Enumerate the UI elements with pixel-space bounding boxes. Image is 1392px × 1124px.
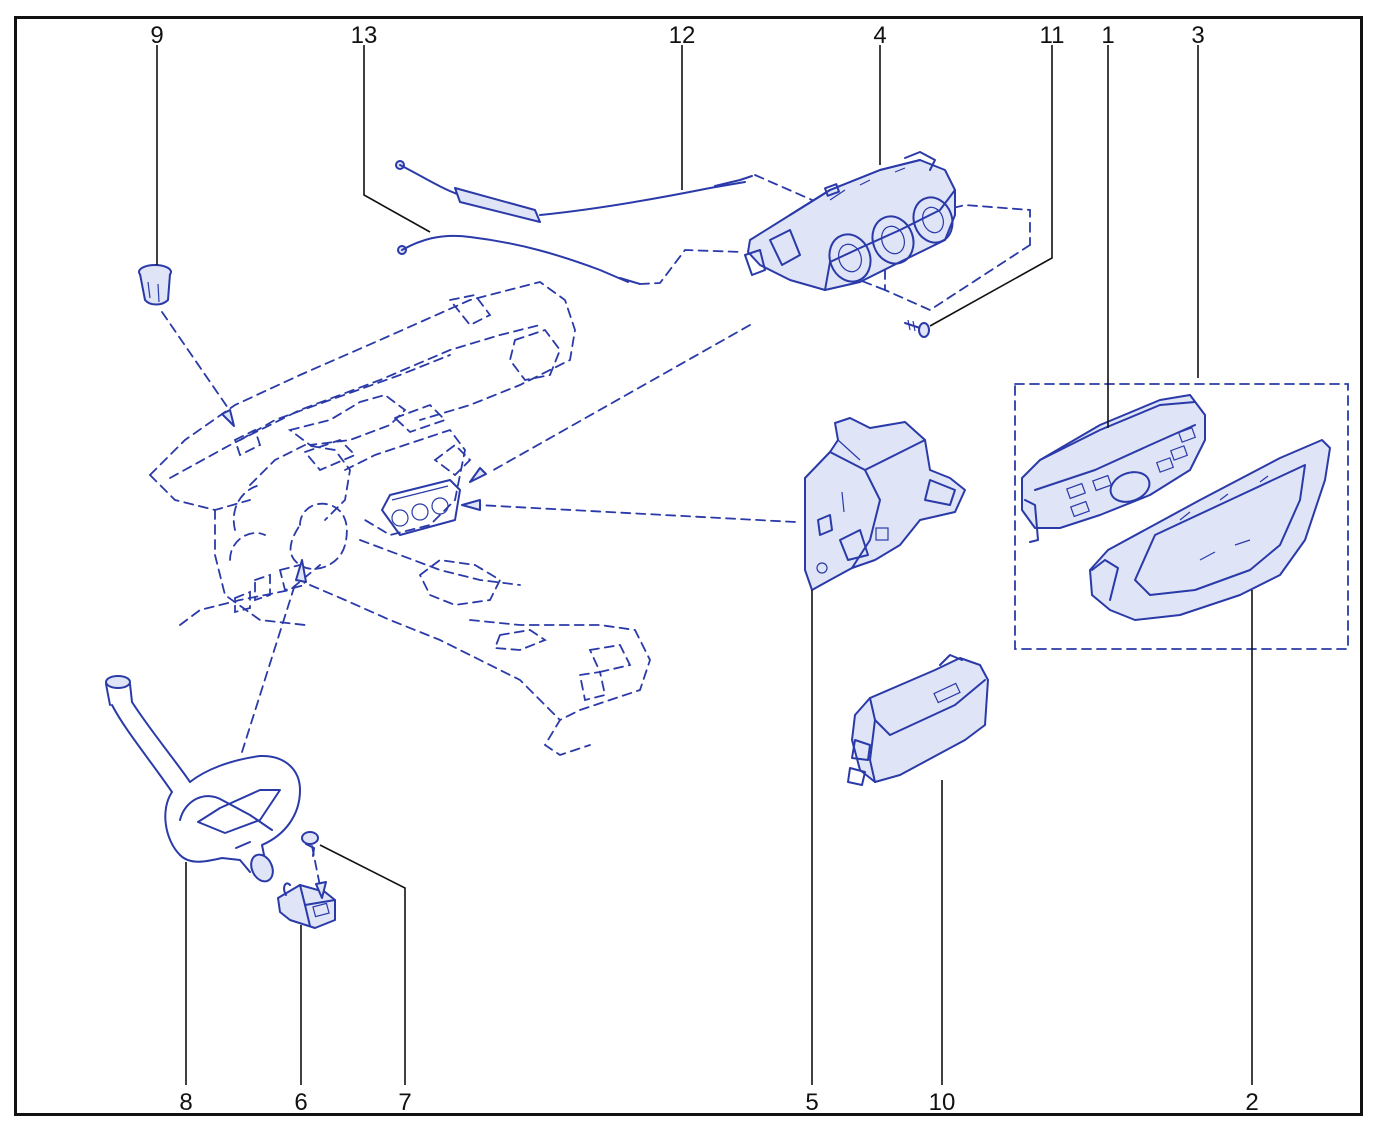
part-7-clip: [301, 831, 319, 857]
part-9-plug: [138, 264, 172, 306]
callout-13: 13: [351, 22, 378, 49]
part-12-upper-cable: [395, 160, 753, 223]
dashboard-outline: [149, 281, 651, 756]
callout-10: 10: [929, 1089, 956, 1116]
leader-lines: [156, 45, 1253, 1085]
part-11-screw: [904, 319, 930, 338]
callout-3: 3: [1191, 22, 1204, 49]
callout-4: 4: [873, 22, 886, 49]
part-6-sensor: [277, 882, 336, 929]
part-1-climate-control-unit: [1021, 394, 1206, 543]
part-4-heater-control-panel: [744, 151, 1031, 312]
callout-labels: 9 13 12 4 11 1 3 8 6 7 5 10 2: [150, 22, 1258, 1116]
arrow-panel-to-dash: [489, 324, 751, 473]
part-8-air-duct: [105, 675, 301, 883]
callout-8: 8: [179, 1089, 192, 1116]
part-10-module: [847, 654, 989, 786]
part-3-assembly-box: [1014, 383, 1349, 650]
callout-9: 9: [150, 22, 163, 49]
installed-control-unit: [381, 479, 461, 536]
callout-2: 2: [1245, 1089, 1258, 1116]
callout-7: 7: [398, 1089, 411, 1116]
callout-12: 12: [669, 22, 696, 49]
callout-1: 1: [1101, 22, 1114, 49]
part-5-bracket: [804, 417, 966, 591]
part-13-lower-cable: [397, 234, 743, 285]
part-2-trim-bezel: [1089, 439, 1331, 621]
callout-6: 6: [294, 1089, 307, 1116]
callout-11: 11: [1040, 22, 1065, 49]
callout-5: 5: [805, 1089, 818, 1116]
